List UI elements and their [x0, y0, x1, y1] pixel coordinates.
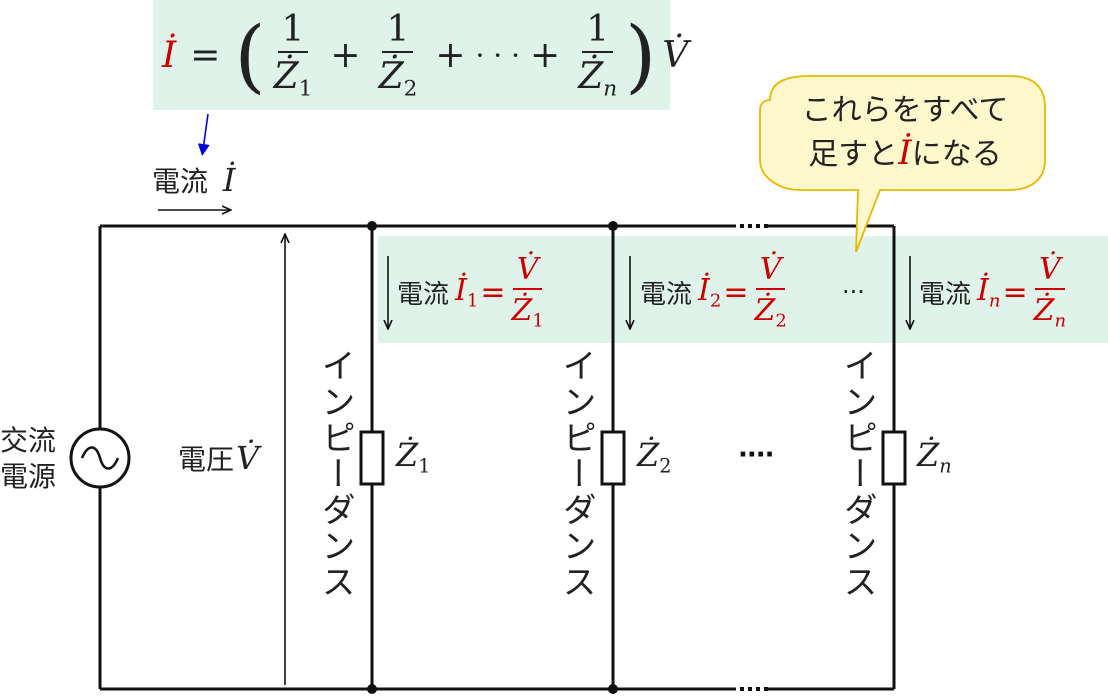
formula-lhs: İ [162, 35, 177, 76]
frac-1-den: Ż1 [273, 56, 313, 102]
frac-2-den: Ż2 [378, 56, 418, 102]
main-current-label: 電流 İ [152, 161, 236, 199]
callout-line1: これらをすべて [801, 93, 1009, 128]
frac-2-num: 1 [382, 9, 414, 54]
plus-2: + [435, 35, 466, 76]
branch-1-z-label: Ż1 [396, 436, 431, 478]
frac-n-num: 1 [582, 9, 614, 54]
branch-2-impedance-label: インピーダンス [556, 348, 596, 600]
callout-bubble [759, 75, 1046, 253]
frac-n: 1 Żn [574, 9, 621, 102]
branch-2-wire [600, 226, 626, 689]
branch-1-wire [359, 226, 385, 689]
frac-1: 1 Ż1 [270, 9, 317, 102]
branch-ellipsis: ···· [738, 440, 775, 470]
branch-n-current-formula: 電流 İn = V̇ Żn [919, 251, 1067, 332]
branch-n-wire [881, 226, 907, 689]
band-ellipsis: ··· [842, 278, 865, 306]
branch-2-current-formula: 電流 İ2 = V̇ Ż2 [640, 251, 787, 332]
formula-pointer-arrow [197, 113, 210, 156]
callout-line2: 足すとİになる [808, 133, 1002, 173]
callout-current-symbol: İ [898, 133, 912, 173]
paren-right: ) [625, 8, 657, 102]
frac-1-num: 1 [277, 9, 309, 54]
branch-current-band [378, 236, 1108, 343]
plus-1: + [330, 35, 361, 76]
ac-source-icon [69, 427, 131, 489]
paren-left: ( [234, 8, 266, 102]
plus-3: + [530, 35, 561, 76]
sum-formula: İ = ( 1 Ż1 + 1 Ż2 + · · · + 1 Żn ) V̇ [162, 8, 688, 103]
branch-2-z-label: Ż2 [637, 436, 672, 478]
branch-1-current-formula: 電流 İ1 = V̇ Ż1 [397, 251, 544, 332]
formula-cdots: · · · [475, 39, 521, 72]
voltage-label: 電圧V̇ [178, 439, 260, 477]
formula-eq: = [190, 35, 221, 76]
formula-v: V̇ [662, 35, 689, 76]
branch-n-impedance-label: インピーダンス [837, 348, 877, 600]
frac-n-den: Żn [578, 56, 618, 102]
wire-gap-dots [740, 224, 768, 691]
junction-dots [367, 221, 618, 694]
formula-band [153, 0, 670, 110]
branch-1-impedance-label: インピーダンス [315, 348, 355, 600]
branch-n-z-label: Żn [917, 436, 952, 478]
frac-2: 1 Ż2 [375, 9, 422, 102]
ac-source-label: 交流 電源 [0, 424, 57, 493]
callout-text: これらをすべて 足すとİになる [770, 90, 1040, 176]
